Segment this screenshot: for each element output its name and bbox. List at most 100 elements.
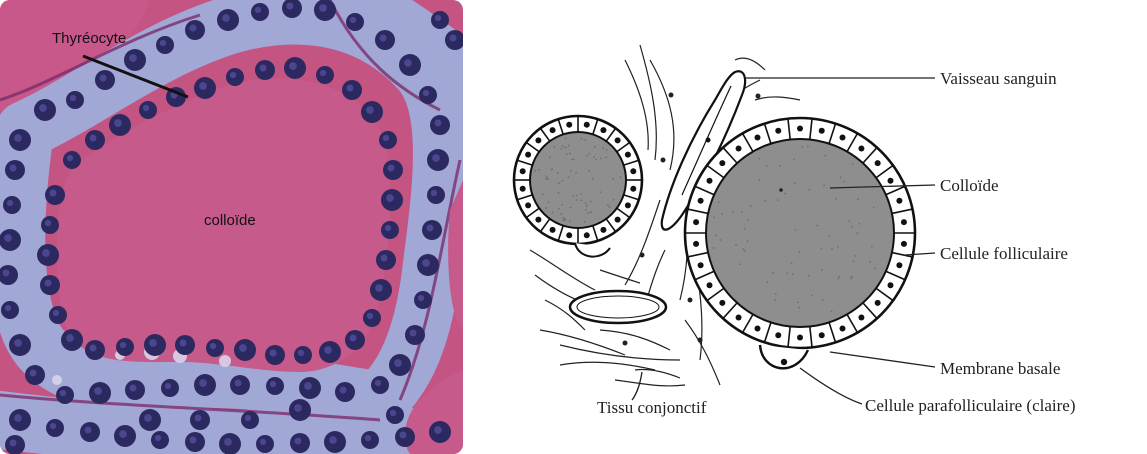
nucleus-highlight xyxy=(180,340,187,347)
colloid-grain xyxy=(575,172,577,174)
colloid-grain xyxy=(580,193,582,195)
nucleus-highlight xyxy=(375,380,381,386)
colloid-grain xyxy=(600,191,602,193)
colloid-grain xyxy=(823,185,825,187)
cell-nucleus xyxy=(736,315,742,321)
nucleus-highlight xyxy=(143,105,149,111)
cell-nucleus xyxy=(535,137,541,143)
nucleus-highlight xyxy=(224,438,232,446)
colloid-grain xyxy=(584,221,586,223)
nucleus-highlight xyxy=(130,385,137,392)
nucleus-highlight xyxy=(320,70,326,76)
nucleus-highlight xyxy=(366,106,374,114)
colloid-grain xyxy=(791,262,793,264)
colloid-grain xyxy=(821,247,823,249)
colloid-grain xyxy=(742,248,744,250)
cell-nucleus xyxy=(819,332,825,338)
colloid-grain xyxy=(590,212,592,214)
colloid-grain xyxy=(747,219,749,221)
colloid-grain xyxy=(558,192,560,194)
nucleus-highlight xyxy=(383,135,389,141)
colloid-grain xyxy=(569,220,571,222)
nucleus-highlight xyxy=(149,339,157,347)
nucleus-highlight xyxy=(50,423,56,429)
nucleus-highlight xyxy=(190,437,197,444)
colloid-grain xyxy=(808,275,810,277)
colloid-grain xyxy=(747,240,749,242)
thyroid-follicle-diagram: Vaisseau sanguin Colloïde Cellule follic… xyxy=(463,0,1147,454)
nucleus-highlight xyxy=(380,35,387,42)
colloid-grain xyxy=(602,147,604,149)
colloid-grain xyxy=(549,156,551,158)
nucleus-highlight xyxy=(45,220,51,226)
nucleus-highlight xyxy=(375,284,383,292)
colloid-grain xyxy=(552,212,554,214)
cell-nucleus xyxy=(797,126,803,132)
nucleus-highlight xyxy=(410,330,417,337)
cell-nucleus xyxy=(887,282,893,288)
nucleus-highlight xyxy=(129,54,137,62)
nucleus-highlight xyxy=(7,200,13,206)
nucleus-highlight xyxy=(423,90,429,96)
colloid-grain xyxy=(594,146,596,148)
colloid-grain xyxy=(739,263,741,265)
colloid-grain xyxy=(713,247,715,249)
colloid-grain xyxy=(765,200,767,202)
colloid-grain xyxy=(589,153,591,155)
nucleus-highlight xyxy=(235,380,242,387)
nucleus-highlight xyxy=(155,435,161,441)
nucleus-highlight xyxy=(90,345,97,352)
large-follicle-colloid xyxy=(706,139,894,327)
colloid-grain xyxy=(558,182,560,184)
cell-nucleus xyxy=(520,186,526,192)
colloid-grain xyxy=(857,198,859,200)
colloid-grain xyxy=(548,201,550,203)
nucleus-highlight xyxy=(394,359,402,367)
colloid-grain xyxy=(605,156,607,158)
colloid-grain xyxy=(718,201,720,203)
nucleus-highlight xyxy=(304,382,312,390)
cell-nucleus xyxy=(625,202,631,208)
colloid-grain xyxy=(852,163,854,165)
cell-nucleus xyxy=(550,127,556,133)
cell-nucleus xyxy=(630,168,636,174)
cell-nucleus xyxy=(896,262,902,268)
colloid-grain xyxy=(560,213,562,215)
nucleus-highlight xyxy=(120,342,126,348)
cell-nucleus xyxy=(896,198,902,204)
colloid-grain xyxy=(801,146,803,148)
colloid-grain xyxy=(835,198,837,200)
nucleus-highlight xyxy=(434,426,442,434)
nucleus-highlight xyxy=(350,335,357,342)
cell-nucleus xyxy=(630,186,636,192)
nucleus-highlight xyxy=(199,82,207,90)
nucleus-highlight xyxy=(294,404,302,412)
small-follicle xyxy=(514,116,642,244)
cell-nucleus xyxy=(775,332,781,338)
nucleus-highlight xyxy=(367,313,373,319)
cell-nucleus xyxy=(736,145,742,151)
cell-nucleus xyxy=(887,178,893,184)
cell-nucleus xyxy=(698,198,704,204)
nucleus-highlight xyxy=(210,343,216,349)
colloid-grain xyxy=(609,206,611,208)
cell-nucleus xyxy=(550,227,556,233)
colloid-pointer-dot xyxy=(779,188,783,192)
label-vaisseau-sanguin: Vaisseau sanguin xyxy=(940,69,1057,88)
colloid-grain xyxy=(721,213,723,215)
nucleus-highlight xyxy=(39,104,47,112)
colloid-grain xyxy=(843,181,845,183)
colloid-grain xyxy=(837,246,839,248)
colloid-grain xyxy=(607,204,609,206)
thyroid-micrograph: Thyréocyte colloïde xyxy=(0,0,463,454)
nucleus-highlight xyxy=(347,85,354,92)
colloid-grain xyxy=(570,207,572,209)
colloid-grain xyxy=(586,155,588,157)
nucleus-highlight xyxy=(50,190,57,197)
colloid-grain xyxy=(871,246,873,248)
nucleus-highlight xyxy=(165,383,171,389)
nucleus-highlight xyxy=(14,414,22,422)
cell-nucleus xyxy=(840,135,846,141)
cell-nucleus xyxy=(525,152,531,158)
cell-nucleus xyxy=(901,219,907,225)
